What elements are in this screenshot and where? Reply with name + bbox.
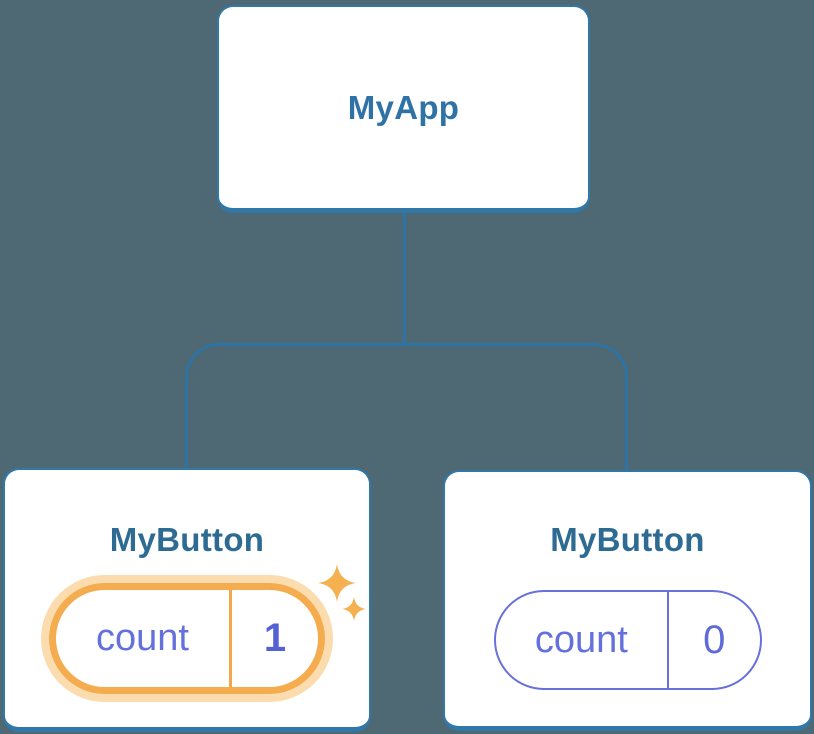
state-name-left: count bbox=[95, 617, 189, 659]
state-pill-highlight-halo: count 1 bbox=[41, 575, 333, 702]
node-myapp-label: MyApp bbox=[347, 88, 460, 126]
node-mybutton-right-label: MyButton bbox=[550, 521, 705, 558]
state-value-right: 0 bbox=[703, 617, 726, 662]
connector-trunk bbox=[403, 212, 406, 345]
sparkle-icon bbox=[318, 564, 356, 602]
state-name-right: count bbox=[534, 618, 628, 661]
node-mybutton-left-label: MyButton bbox=[109, 521, 265, 558]
node-mybutton-right: MyButton count 0 bbox=[443, 470, 812, 731]
state-pill-count-right: count 0 bbox=[493, 590, 762, 690]
sparkle-icon bbox=[342, 597, 366, 621]
pill-divider-right bbox=[667, 592, 670, 688]
connector-branches bbox=[185, 343, 628, 470]
node-myapp: MyApp bbox=[217, 5, 590, 213]
state-pill-count-left: count 1 bbox=[49, 583, 325, 694]
state-value-left: 1 bbox=[263, 616, 287, 660]
node-mybutton-left: MyButton count 1 bbox=[3, 468, 371, 732]
pill-divider-left bbox=[228, 590, 232, 687]
